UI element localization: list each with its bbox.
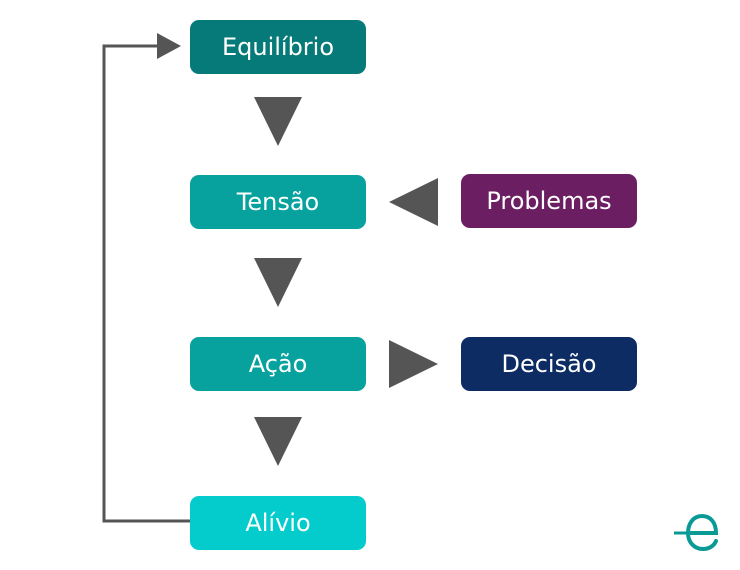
node-equilibrio-label: Equilíbrio: [221, 33, 335, 61]
arrow-acao-to-alivio: [254, 417, 302, 466]
node-problemas: Problemas: [461, 174, 637, 228]
node-alivio: Alívio: [190, 496, 366, 550]
arrow-tensao-to-acao: [254, 258, 302, 307]
arrow-problemas-to-tensao: [389, 178, 438, 226]
arrow-acao-to-decisao: [389, 340, 438, 388]
node-equilibrio: Equilíbrio: [190, 20, 366, 74]
node-alivio-label: Alívio: [245, 509, 311, 537]
node-tensao: Tensão: [190, 175, 366, 229]
node-acao: Ação: [190, 337, 366, 391]
node-decisao: Decisão: [461, 337, 637, 391]
node-decisao-label: Decisão: [501, 350, 597, 378]
node-tensao-label: Tensão: [236, 188, 320, 216]
logo-e-icon: [674, 513, 719, 552]
arrow-equilibrio-to-tensao: [254, 97, 302, 146]
feedback-loop-line: [102, 44, 190, 523]
node-problemas-label: Problemas: [486, 187, 612, 215]
node-acao-label: Ação: [248, 350, 308, 378]
feedback-loop-arrowhead: [157, 33, 181, 59]
